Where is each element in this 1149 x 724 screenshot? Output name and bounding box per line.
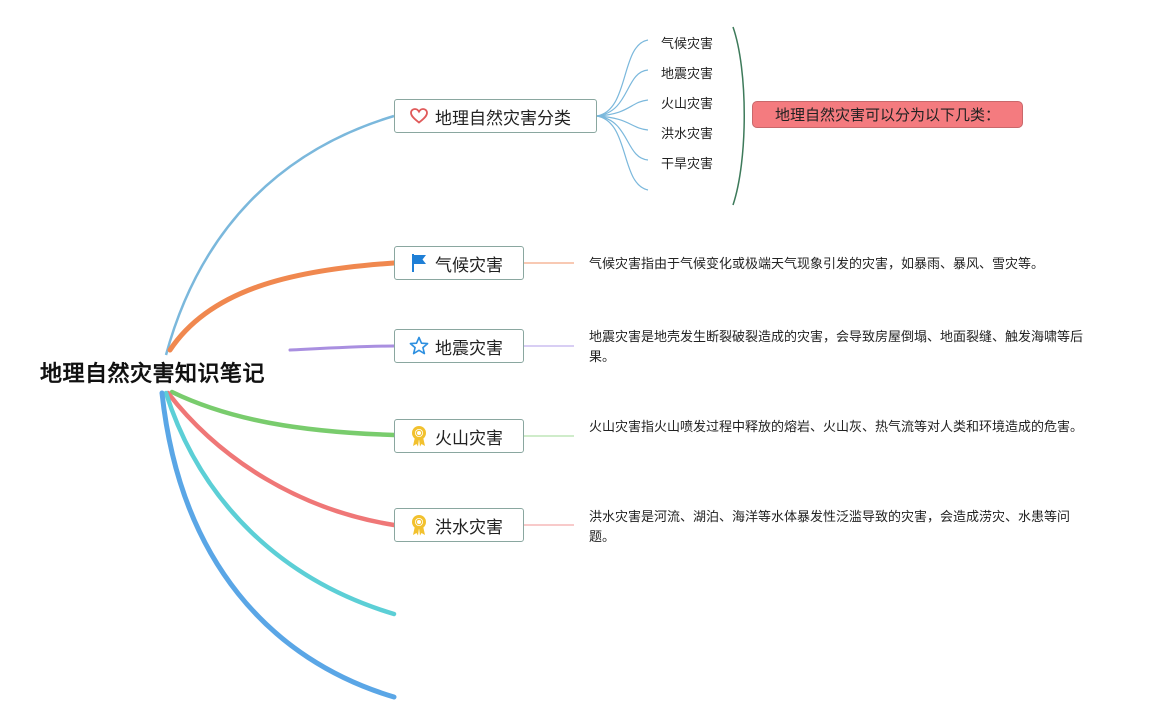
topic-description[interactable]: 火山灾害指火山喷发过程中释放的熔岩、火山灰、热气流等对人类和环境造成的危害。 (589, 420, 1084, 435)
node-flood[interactable]: 洪水灾害 (394, 508, 524, 542)
subtopic-item[interactable]: 火山灾害 (661, 97, 714, 112)
heart-icon (409, 106, 429, 126)
branch-volcano (169, 389, 397, 438)
node-label: 洪水灾害 (435, 517, 503, 538)
node-volcano[interactable]: 火山灾害 (394, 419, 524, 453)
node-classification[interactable]: 地理自然灾害分类 (394, 99, 597, 133)
subtopic-item[interactable]: 洪水灾害 (661, 127, 714, 142)
topic-description[interactable]: 地震灾害是地壳发生断裂破裂造成的灾害，会导致房屋倒塌、地面裂缝、触发海啸等后果。 (589, 330, 1084, 365)
node-label: 地震灾害 (435, 338, 503, 359)
topic-description[interactable]: 洪水灾害是河流、湖泊、海洋等水体暴发性泛滥导致的灾害，会造成涝灾、水患等问题。 (589, 510, 1071, 545)
summary-callout[interactable]: 地理自然灾害可以分为以下几类： (752, 101, 1023, 128)
award-ribbon-icon (409, 426, 429, 447)
subtopic-item[interactable]: 气候灾害 (661, 37, 714, 52)
subtopic-item[interactable]: 干旱灾害 (661, 157, 714, 172)
node-label: 气候灾害 (435, 255, 503, 276)
award-ribbon-icon (409, 515, 429, 536)
branch-classification (164, 114, 395, 356)
node-earthquake[interactable]: 地震灾害 (394, 329, 524, 363)
node-label: 地理自然灾害分类 (435, 108, 571, 129)
branch-flood (165, 390, 397, 528)
branch-blue-empty (159, 390, 397, 700)
flag-icon (409, 253, 429, 273)
star-icon (409, 336, 429, 356)
topic-description[interactable]: 气候灾害指由于气候变化或极端天气现象引发的灾害，如暴雨、暴风、雪灾等。 (589, 257, 1045, 272)
branch-cyan-empty (163, 390, 397, 617)
subtopic-item[interactable]: 地震灾害 (661, 67, 714, 82)
node-label: 火山灾害 (435, 428, 503, 449)
branch-climate (167, 260, 397, 353)
summary-brace (732, 26, 745, 206)
branch-earthquake (288, 344, 396, 352)
root-topic[interactable]: 地理自然灾害知识笔记 (40, 362, 266, 387)
node-climate[interactable]: 气候灾害 (394, 246, 524, 280)
